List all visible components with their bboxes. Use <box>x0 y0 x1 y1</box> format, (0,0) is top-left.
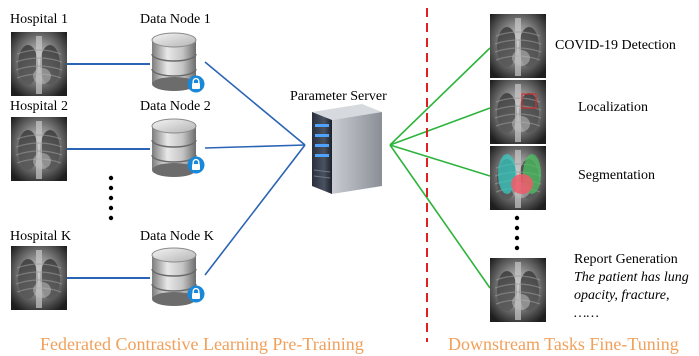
task-link-segmentation <box>389 144 491 177</box>
report-text-line-2: opacity, fracture, <box>574 288 670 303</box>
segmentation-xray-icon <box>490 146 546 210</box>
task-ellipsis <box>514 215 520 251</box>
localization-xray-icon <box>490 80 546 144</box>
task-label-segmentation: Segmentation <box>578 168 655 183</box>
task-link-report <box>389 144 491 289</box>
server-icon <box>312 104 382 194</box>
data-node-1-lock-icon <box>187 75 205 93</box>
report-text-line-1: The patient has lung <box>574 270 689 285</box>
caption-pretraining: Federated Contrastive Learning Pre-Train… <box>40 334 364 354</box>
task-label-localization: Localization <box>578 100 648 115</box>
hospital-k-xray-icon <box>11 246 67 310</box>
report-xray-icon <box>490 258 546 322</box>
data-node-k-server-link <box>204 144 306 276</box>
report-text-line-3: …… <box>574 306 599 321</box>
hospital-k-label: Hospital K <box>10 229 71 244</box>
hospital-2-label: Hospital 2 <box>10 99 68 114</box>
detection-xray-icon <box>490 14 546 78</box>
hospital-1-label: Hospital 1 <box>10 12 68 27</box>
task-label-report: Report Generation <box>574 252 678 267</box>
hospital-1-xray-icon <box>11 32 67 96</box>
hospital-ellipsis <box>108 175 114 221</box>
data-node-k-lock-icon <box>187 285 205 303</box>
server-label: Parameter Server <box>290 89 387 104</box>
data-node-2-server-link <box>204 144 306 149</box>
data-node-1-label: Data Node 1 <box>140 12 211 27</box>
hospital-2-xray-icon <box>11 117 67 181</box>
task-link-localization <box>389 107 491 146</box>
data-node-2-lock-icon <box>187 156 205 174</box>
data-node-2-label: Data Node 2 <box>140 99 211 114</box>
data-node-1-server-link <box>204 61 306 146</box>
data-node-k-label: Data Node K <box>140 229 214 244</box>
caption-finetuning: Downstream Tasks Fine-Tuning <box>448 334 679 354</box>
task-label-detection: COVID-19 Detection <box>555 38 676 53</box>
task-link-detection <box>389 47 491 146</box>
